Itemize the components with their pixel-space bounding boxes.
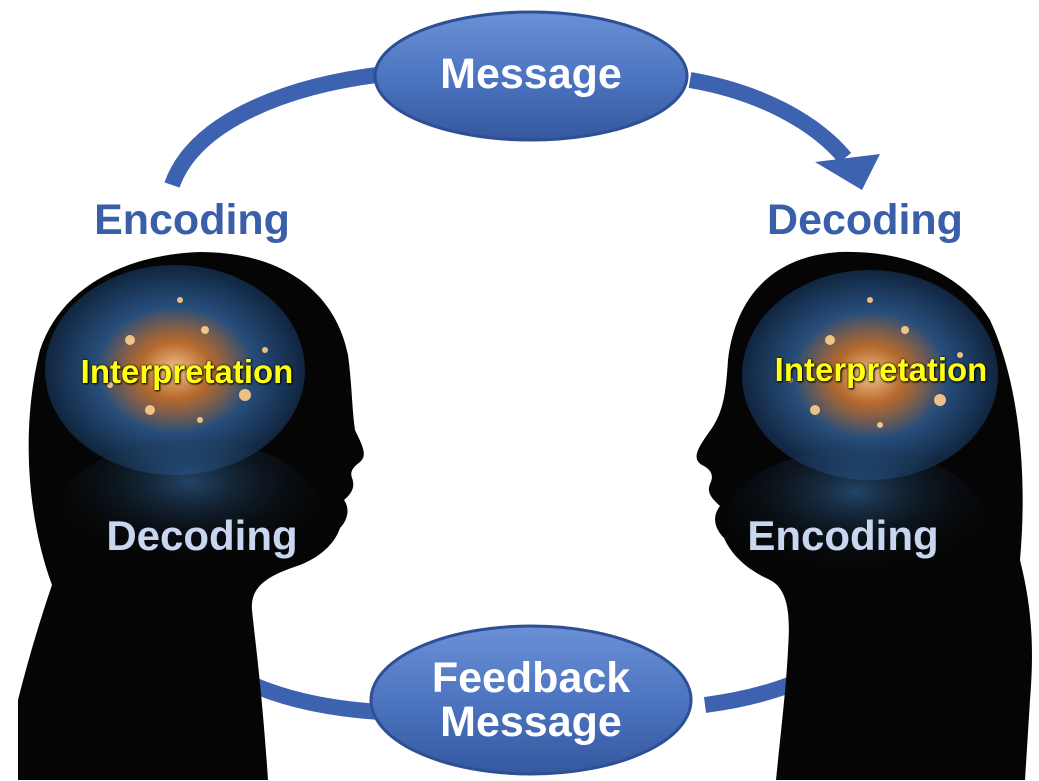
feedback-line-1: Feedback [431, 654, 631, 702]
left-head-silhouette-icon [18, 252, 364, 780]
left-brain-icon [45, 265, 305, 475]
left-inner-decoding-label: Decoding [106, 512, 298, 559]
feedback-line-2: Message [440, 698, 622, 746]
arrow-message-to-decoding [688, 72, 880, 190]
right-inner-encoding-label: Encoding [747, 512, 939, 559]
feedback-message-label: Feedback Message [381, 656, 681, 744]
right-interpretation-label: Interpretation [774, 351, 988, 388]
message-oval [373, 10, 689, 142]
left-interpretation-label: Interpretation [80, 353, 294, 390]
arrow-encoding-to-message [164, 66, 386, 188]
left-outer-encoding-label: Encoding [94, 196, 290, 244]
feedback-message-oval [369, 624, 693, 776]
right-brain-icon [742, 270, 998, 480]
message-label: Message [440, 50, 622, 98]
right-outer-decoding-label: Decoding [767, 196, 963, 244]
right-head-silhouette-icon [696, 251, 1032, 780]
